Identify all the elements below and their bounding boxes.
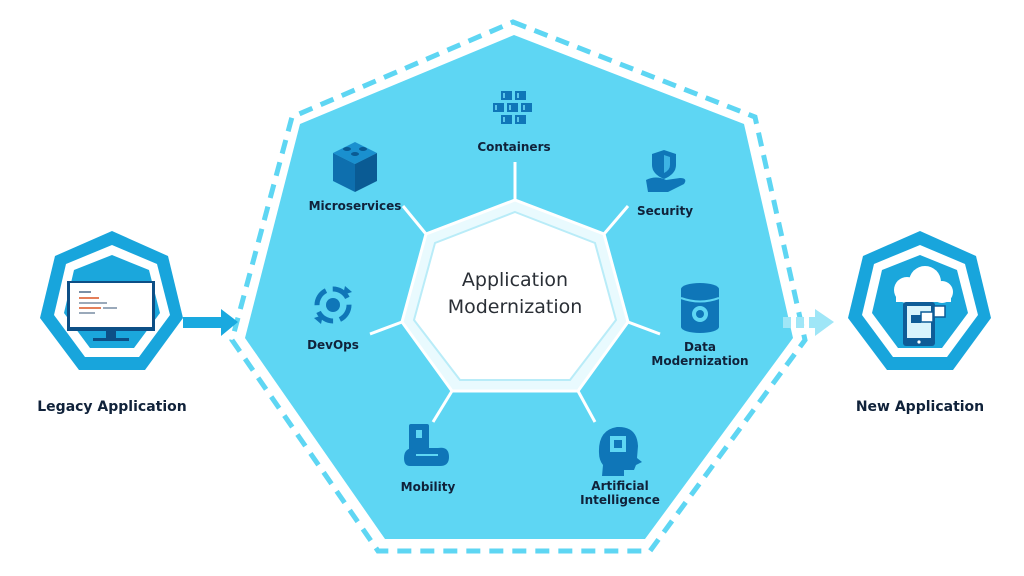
legacy-application-label: Legacy Application: [37, 399, 187, 415]
label-devops: DevOps: [307, 338, 359, 352]
label-data-1: Data: [684, 340, 716, 354]
label-ai-1: Artificial: [591, 479, 649, 493]
label-data-2: Modernization: [651, 354, 749, 368]
database-gear-icon: [680, 283, 720, 333]
label-security: Security: [636, 204, 694, 218]
blocks-icon: [333, 142, 377, 192]
legacy-node: [40, 231, 183, 370]
head-chip-icon: [598, 426, 642, 476]
center-heptagon: [412, 210, 618, 381]
containers-icon: [493, 91, 532, 124]
spokes: [369, 162, 661, 423]
center-title-line1: Application: [461, 269, 569, 291]
center-title-line2: Modernization: [447, 296, 583, 318]
arrow-left: [183, 309, 238, 336]
new-application-label: New Application: [855, 399, 985, 415]
outer-heptagon-dashed: [229, 19, 808, 554]
label-containers: Containers: [477, 140, 551, 154]
label-microservices: Microservices: [308, 199, 402, 213]
label-ai-2: Intelligence: [580, 493, 660, 507]
monitor-icon: [67, 281, 155, 341]
cloud-mobile-icon: [894, 266, 953, 346]
arrow-right: [783, 309, 834, 336]
shield-hand-icon: [646, 150, 686, 192]
devops-cycle-icon: [314, 286, 352, 324]
label-mobility: Mobility: [400, 480, 456, 494]
phone-cloud-icon: [404, 424, 449, 466]
new-node: [848, 231, 991, 370]
